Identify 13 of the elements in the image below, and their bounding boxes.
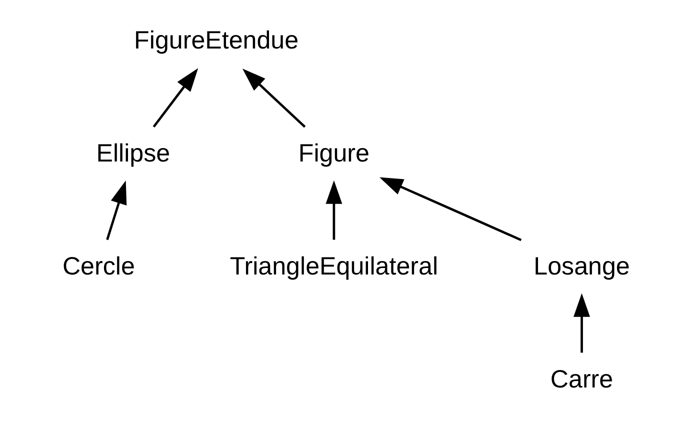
node-text: Ellipse <box>96 139 170 168</box>
arrow <box>379 177 522 242</box>
arrow <box>326 180 342 240</box>
node-text: Cercle <box>62 252 135 280</box>
arrow <box>242 68 306 128</box>
node-text: TriangleEquilateral <box>230 252 438 280</box>
arrow <box>106 180 127 240</box>
node-text: Figure <box>298 139 370 168</box>
node-text: FigureEtendue <box>134 26 299 55</box>
arrow <box>574 293 590 353</box>
node-text: Carre <box>550 365 614 394</box>
arrow <box>152 68 198 128</box>
node-text: Losange <box>534 252 630 280</box>
